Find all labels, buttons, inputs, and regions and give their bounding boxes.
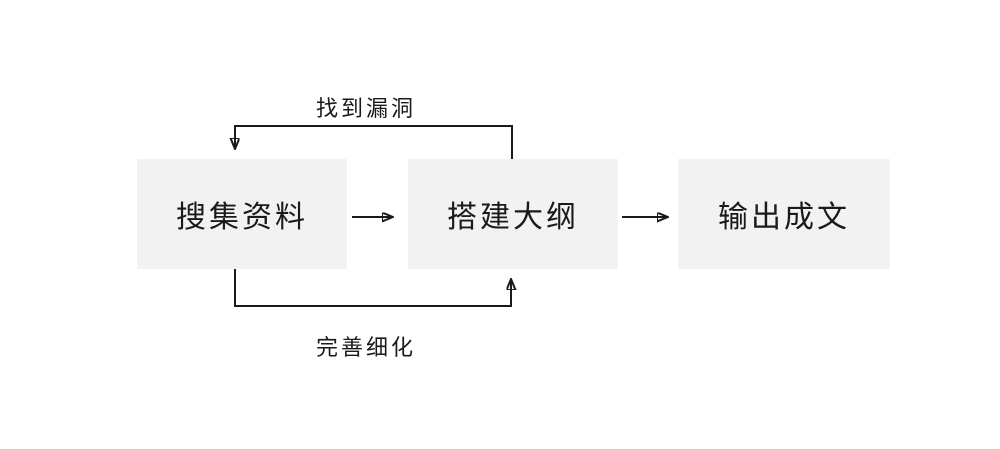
feedback-top-label: 找到漏洞 — [315, 96, 416, 121]
node-output-text: 输出成文 — [678, 159, 890, 269]
feedback-arrow-bottom — [234, 269, 511, 307]
node-build-outline: 搭建大纲 — [408, 159, 618, 269]
node-collect-materials: 搜集资料 — [137, 159, 347, 269]
feedback-bottom-label: 完善细化 — [315, 335, 416, 360]
feedback-arrow-top — [235, 125, 513, 159]
